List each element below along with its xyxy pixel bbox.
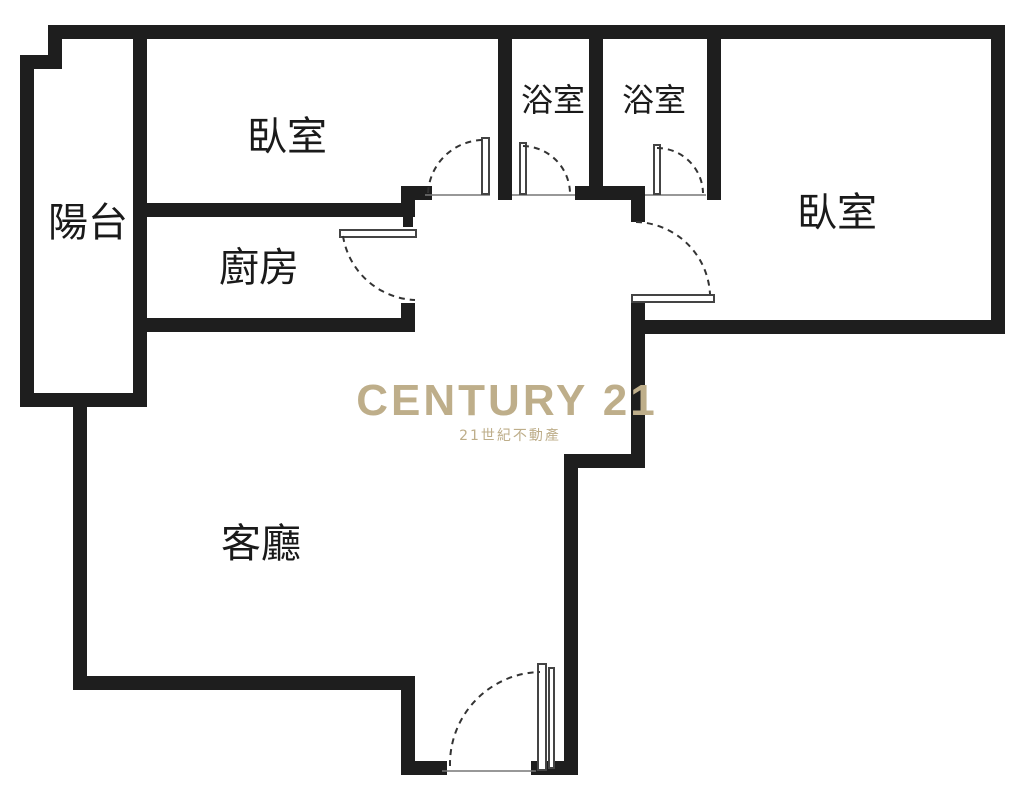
watermark-brand: CENTURY 21 <box>356 376 657 425</box>
bedroom-right-door <box>631 221 715 303</box>
room-label-bath-2: 浴室 <box>622 81 686 119</box>
right-outer-wall <box>531 303 645 775</box>
room-label-balcony: 陽台 <box>48 200 128 246</box>
walls <box>20 25 1005 775</box>
kitchen-bottom-wall <box>133 303 415 332</box>
watermark-subtitle: 21世紀不動產 <box>459 427 561 444</box>
entrance-door <box>442 663 555 772</box>
room-label-living-room: 客廳 <box>221 521 301 567</box>
bath-front-wall <box>575 186 645 222</box>
room-label-bedroom-left: 臥室 <box>247 114 327 160</box>
left-outer-wall <box>73 393 447 775</box>
doors <box>339 137 715 772</box>
bath2-door <box>645 144 706 196</box>
room-labels: 陽台 臥室 廚房 浴室 浴室 臥室 客廳 <box>48 81 877 567</box>
room-label-bath-1: 浴室 <box>521 81 585 119</box>
room-label-kitchen: 廚房 <box>219 245 299 291</box>
bedroom-kitchen-wall <box>133 186 432 217</box>
bath1-door <box>512 142 575 196</box>
room-label-bedroom-right: 臥室 <box>797 190 877 236</box>
bedroom-left-door <box>425 137 490 196</box>
kitchen-door <box>339 229 417 301</box>
watermark: CENTURY 21 21世紀不動產 <box>356 376 657 444</box>
top-wall <box>48 25 1005 334</box>
